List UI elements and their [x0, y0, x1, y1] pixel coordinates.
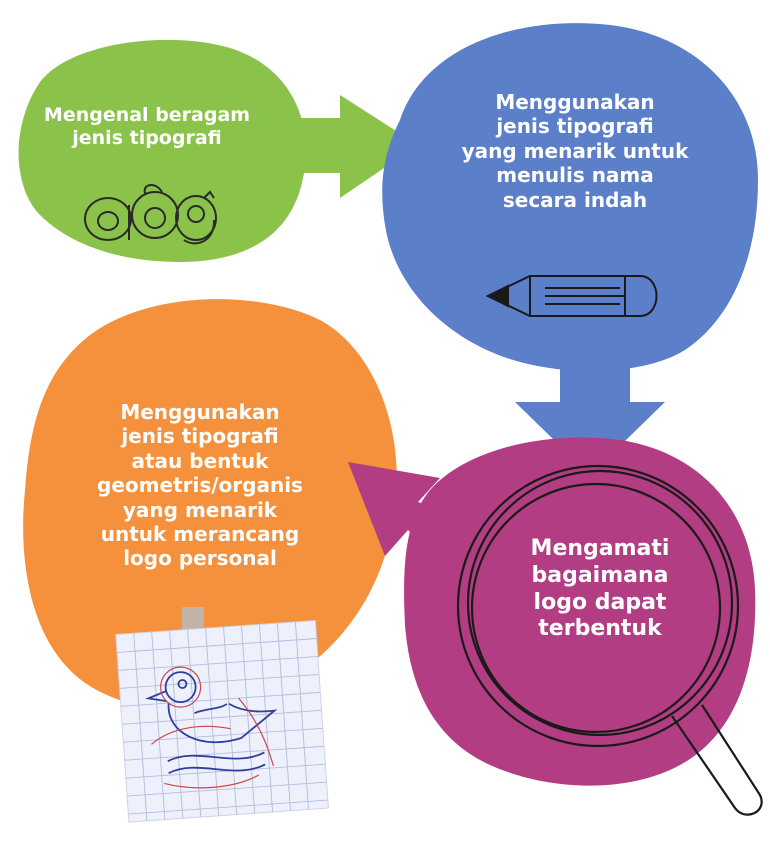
- step4-line: atau bentuk: [131, 448, 269, 473]
- step3-line: terbentuk: [538, 616, 662, 642]
- step3-line: Mengamati: [530, 536, 670, 561]
- arrow-magenta-to-orange: [348, 462, 520, 592]
- step2-text: Menggunakan jenis tipografi yang menarik…: [440, 90, 710, 212]
- step2-line: menulis nama: [496, 163, 654, 188]
- step1-line: Mengenal beragam: [43, 104, 251, 126]
- step4-line: untuk merancang: [100, 521, 300, 546]
- step2-line: secara indah: [502, 187, 648, 212]
- step2-line: jenis tipografi: [496, 114, 654, 139]
- magnifying-glass-icon: [456, 464, 763, 816]
- pencil-icon: [485, 275, 658, 317]
- aag-letters-icon: [84, 184, 217, 245]
- step4-line: logo personal: [123, 546, 277, 571]
- bubble-step1-green: [18, 39, 306, 263]
- step1-text: Mengenal beragam jenis tipografi: [22, 104, 272, 150]
- step4-line: geometris/organis: [97, 473, 303, 498]
- step1-line: jenis tipografi: [72, 127, 222, 150]
- step2-line: yang menarik untuk: [461, 138, 689, 163]
- step4-line: jenis tipografi: [121, 424, 279, 449]
- step4-line: yang menarik: [122, 497, 278, 522]
- step2-line: Menggunakan: [495, 90, 655, 114]
- step4-line: Menggunakan: [120, 400, 280, 424]
- step3-line: bagaimana: [531, 562, 669, 588]
- arrow-blue-to-magenta: [515, 340, 665, 475]
- duck-logo-sketch-icon: [115, 620, 329, 823]
- bubble-step2-blue: [382, 23, 758, 372]
- step3-text: Mengamati bagaimana logo dapat terbentuk: [505, 536, 695, 643]
- step3-line: logo dapat: [533, 589, 667, 615]
- step4-text: Menggunakan jenis tipografi atau bentuk …: [70, 400, 330, 571]
- bubble-step4-orange: [23, 299, 397, 710]
